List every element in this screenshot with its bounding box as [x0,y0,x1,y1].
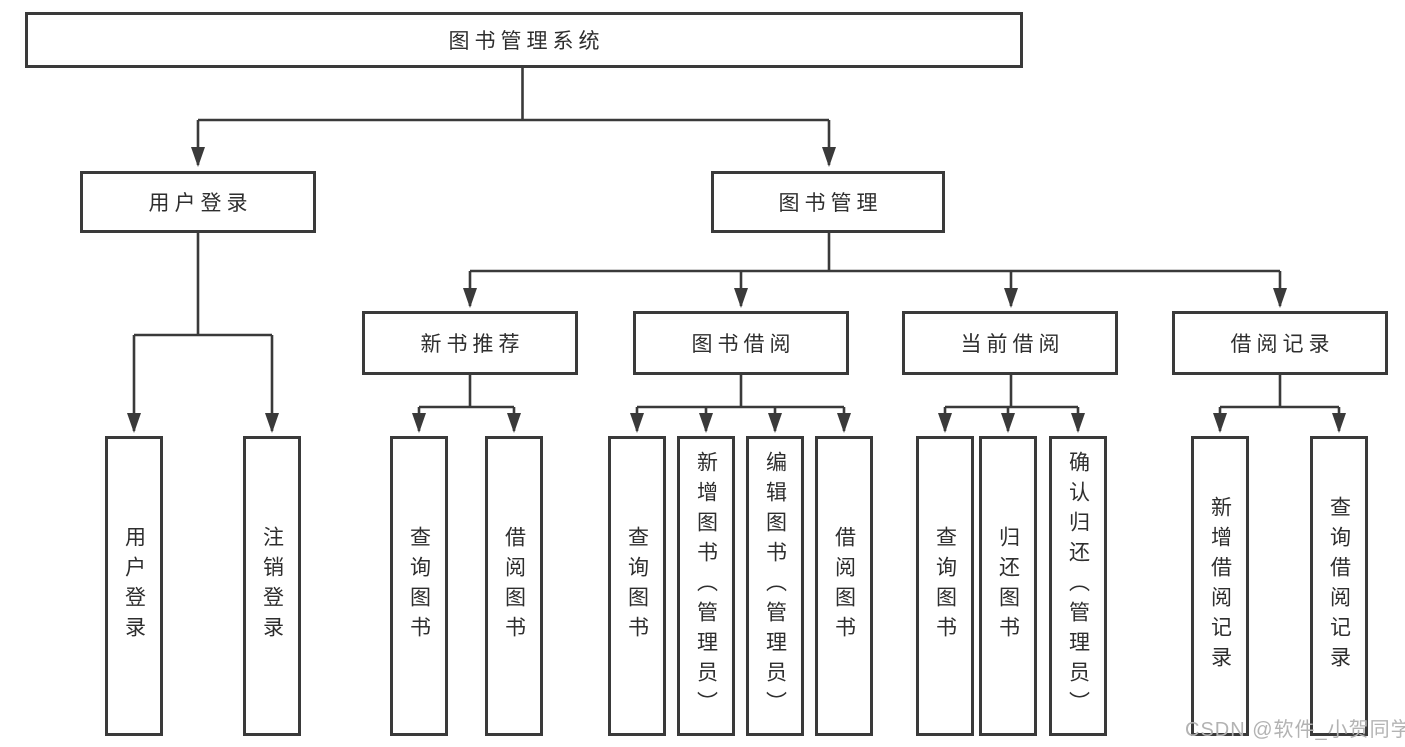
leaf-query-borrow-record-label: 查询借阅记录 [1327,496,1351,676]
leaf-return-book: 归还图书 [979,436,1037,736]
leaf-query-book-recommend: 查询图书 [390,436,448,736]
leaf-query-book-borrow-label: 查询图书 [625,526,649,646]
leaf-add-borrow-record: 新增借阅记录 [1191,436,1249,736]
leaf-query-borrow-record: 查询借阅记录 [1310,436,1368,736]
node-book-management: 图书管理 [711,171,945,233]
leaf-borrow-book-label: 借阅图书 [832,526,856,646]
node-borrow-record: 借阅记录 [1172,311,1388,375]
leaf-logout-label: 注销登录 [260,526,284,646]
node-root: 图书管理系统 [25,12,1023,68]
leaf-add-book-admin: 新增图书（管理员） [677,436,735,736]
leaf-borrow-book-recommend: 借阅图书 [485,436,543,736]
leaf-query-book-recommend-label: 查询图书 [407,526,431,646]
leaf-user-login: 用户登录 [105,436,163,736]
node-book-borrow: 图书借阅 [633,311,849,375]
leaf-edit-book-admin-label: 编辑图书（管理员） [763,451,787,721]
leaf-add-book-admin-label: 新增图书（管理员） [694,451,718,721]
leaf-query-book-borrow: 查询图书 [608,436,666,736]
csdn-watermark: CSDN @软件_小贺同学 [1185,719,1405,741]
leaf-borrow-book: 借阅图书 [815,436,873,736]
node-user-login: 用户登录 [80,171,316,233]
leaf-add-borrow-record-label: 新增借阅记录 [1208,496,1232,676]
leaf-confirm-return-admin-label: 确认归还（管理员） [1066,451,1090,721]
leaf-borrow-book-recommend-label: 借阅图书 [502,526,526,646]
leaf-return-book-label: 归还图书 [996,526,1020,646]
leaf-query-book-current-label: 查询图书 [933,526,957,646]
leaf-user-login-label: 用户登录 [122,526,146,646]
node-new-book-recommend: 新书推荐 [362,311,578,375]
node-current-borrow: 当前借阅 [902,311,1118,375]
leaf-logout: 注销登录 [243,436,301,736]
leaf-confirm-return-admin: 确认归还（管理员） [1049,436,1107,736]
leaf-query-book-current: 查询图书 [916,436,974,736]
leaf-edit-book-admin: 编辑图书（管理员） [746,436,804,736]
